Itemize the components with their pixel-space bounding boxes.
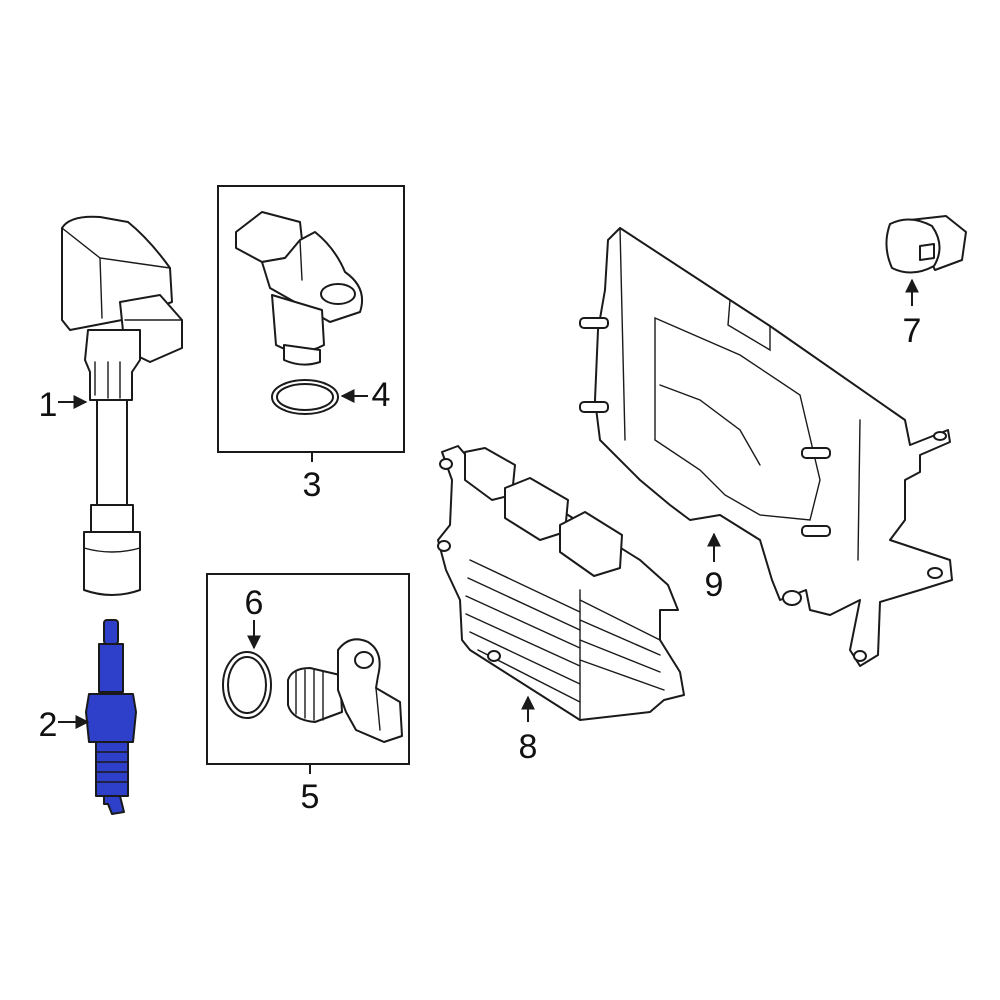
- callout-4: 4: [372, 376, 391, 414]
- camshaft-position-sensor[interactable]: [235, 211, 364, 366]
- callout-8: 8: [519, 728, 538, 766]
- callout-1: 1: [39, 386, 58, 424]
- engine-control-module[interactable]: [437, 445, 685, 721]
- sensor-7[interactable]: [885, 215, 967, 274]
- ecm-bracket[interactable]: [579, 227, 953, 667]
- callout-3: 3: [303, 466, 322, 504]
- callout-2: 2: [39, 706, 58, 744]
- callout-7: 7: [903, 312, 922, 350]
- group-box-5: [206, 573, 410, 765]
- spark-plug[interactable]: [85, 619, 137, 815]
- crankshaft-position-sensor[interactable]: [287, 638, 403, 743]
- callout-6: 6: [245, 584, 264, 622]
- o-ring-6[interactable]: [222, 651, 272, 719]
- o-ring-4[interactable]: [271, 379, 339, 415]
- callout-9: 9: [705, 566, 724, 604]
- ignition-coil[interactable]: [61, 215, 183, 596]
- callout-5: 5: [301, 778, 320, 816]
